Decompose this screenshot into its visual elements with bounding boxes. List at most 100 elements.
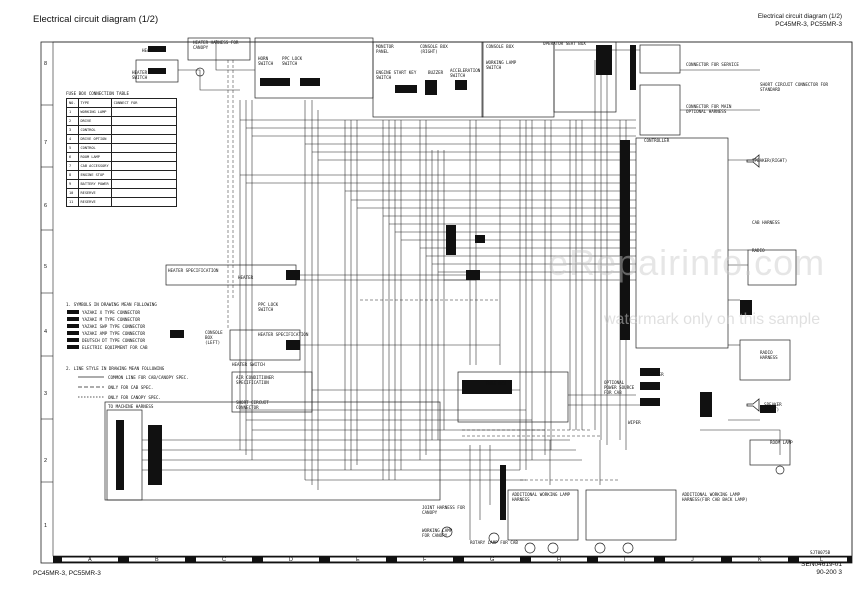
additional-lamp-cab-label: ADDITIONAL WORKING LAMP HARNESS(FOR CAB …	[682, 492, 748, 502]
rotary-lamp-label: ROTARY LAMP FOR CAB	[470, 540, 518, 545]
heater-spec-label-2: HEATER SPECIFICATION	[258, 332, 309, 337]
row-label-8: 8	[44, 61, 48, 67]
operator-seat-label: OPERATOR SEAT BOX	[543, 41, 586, 46]
row-label-5: 5	[44, 264, 48, 270]
speaker-right-label: SPEAKER(RIGHT)	[752, 158, 788, 163]
joint-harness-label: JOINT HARNESS FOR CANOPY	[422, 505, 465, 515]
fuse-row-connect	[110, 197, 177, 207]
col-label-c: C	[222, 557, 226, 563]
note-1-row: ELECTRIC EQUIPMENT FOR CAB	[82, 345, 148, 350]
watermark-site: eRepairinfo.com	[548, 242, 826, 283]
engine-start-label: ENGINE START KEY SWITCH	[376, 70, 417, 80]
speaker-left-label: SPEAKER (LEFT)	[764, 402, 782, 412]
footer-models: PC45MR-3, PC55MR-3	[33, 570, 101, 577]
fuse-box-table: FUSE BOX CONNECTION TABLE NO. TYPE CONNE…	[66, 91, 177, 207]
note-2-title: 2. LINE STYLE IN DRAWING MEAN FOLLOWING	[66, 366, 165, 371]
fuse-box-label: FUSE BOX	[486, 381, 507, 386]
console-left-label: CONSOLE BOX (LEFT)	[205, 330, 223, 345]
console-right-label: CONSOLE BOX (RIGHT)	[420, 44, 448, 54]
footer-right: SEN04619-01 90-200 3	[801, 561, 842, 577]
wire-bundle-vertical	[239, 60, 627, 490]
wiper-label: WIPER	[628, 420, 641, 425]
row-label-1: 1	[44, 523, 48, 529]
column-scale-gaps	[62, 557, 847, 562]
ppc-lock-label: PPC LOCK SWITCH	[282, 56, 303, 66]
additional-lamp-harness-label: ADDITIONAL WORKING LAMP HARNESS	[512, 492, 570, 502]
radio-harness-label: RADIO HARNESS	[760, 350, 778, 360]
working-lamp-canopy-label: WORKING LAMP FOR CANOPY	[422, 528, 453, 538]
fuse-table-title: FUSE BOX CONNECTION TABLE	[66, 91, 130, 96]
line-style-cab: ONLY FOR CAB SPEC.	[108, 385, 154, 390]
heater-switch-label: HEATER SWITCH	[132, 70, 148, 80]
monitor-panel-label: MONITOR PANEL	[376, 44, 394, 54]
service-connector-label: CONNECTOR FOR SERVICE	[686, 62, 739, 67]
heater-spec-label: HEATER SPECIFICATION	[168, 268, 219, 273]
note-1-title: 1. SYMBOLS IN DRAWING MEAN FOLLOWING	[66, 302, 157, 307]
aircon-spec-label: AIR CONDITIONER SPECIFICATION	[236, 375, 274, 385]
col-label-f: F	[423, 557, 427, 563]
lighter-label: LIGHTER	[646, 372, 664, 377]
buzzer-label: BUZZER	[428, 70, 444, 75]
lamp-symbols	[195, 67, 785, 554]
row-scale	[41, 104, 53, 483]
watermark-notice: watermark only on this sample	[604, 311, 821, 328]
col-label-g: G	[490, 557, 495, 563]
console-box-label: CONSOLE BOX	[486, 44, 514, 49]
room-lamp-label: ROOM LAMP	[770, 440, 793, 445]
line-style-canopy: ONLY FOR CANOPY SPEC.	[108, 395, 161, 400]
fuse-row-type: RESERVE	[77, 197, 112, 207]
speaker-symbols	[746, 154, 760, 412]
col-label-k: K	[758, 557, 762, 563]
note-1-row: YAZAKI AMP TYPE CONNECTOR	[82, 331, 146, 336]
controller-label: CONTROLLER	[644, 138, 670, 143]
short-connector-label: SHORT CIRCUIT CONNECTOR	[236, 400, 269, 410]
note-1-row: YAZAKI SWP TYPE CONNECTOR	[82, 324, 146, 329]
optional-harness-label: CONNECTOR FOR MAIN OPTIONAL HARNESS	[686, 104, 732, 114]
optional-power-label: OPTIONAL POWER SOURCE FOR CAB	[604, 380, 635, 395]
col-label-h: H	[557, 557, 561, 563]
short-standard-label: SHORT CIRCUIT CONNECTOR FOR STANDARD	[760, 82, 829, 92]
row-label-4: 4	[44, 329, 48, 335]
row-label-2: 2	[44, 458, 48, 464]
accel-label: ACCELERATION SWITCH	[450, 68, 481, 78]
page-number: 90-200 3	[816, 569, 842, 576]
col-label-d: D	[289, 557, 293, 563]
heater-label-2: HEATER	[238, 275, 254, 280]
line-style-common: COMMON LINE FOR CAB/CANOPY SPEC.	[108, 375, 189, 380]
note-1-row: YAZAKI M TYPE CONNECTOR	[82, 317, 140, 322]
to-machine-harness-label: TO MACHINE HARNESS	[108, 404, 154, 409]
drawing-code: SJT0075B	[810, 550, 831, 555]
heater-label: HEATER	[142, 48, 158, 53]
connector-blocks	[116, 45, 776, 520]
col-label-e: E	[356, 557, 360, 563]
wire-bundle-dashed	[227, 60, 620, 481]
horn-switch-label: HORN SWITCH	[258, 56, 274, 66]
col-label-b: B	[155, 557, 159, 563]
corner-models-line: PC45MR-3, PC55MR-3	[775, 20, 842, 28]
heater-switch-label-2: HEATER SWITCH	[232, 362, 265, 367]
note-1-row: YAZAKI X TYPE CONNECTOR	[82, 310, 140, 315]
page-title: Electrical circuit diagram (1/2)	[33, 14, 159, 25]
note-1-row: DEUTSCH DT TYPE CONNECTOR	[82, 338, 146, 343]
cab-harness-label: CAB HARNESS	[752, 220, 780, 225]
row-label-3: 3	[44, 391, 48, 397]
col-label-a: A	[88, 557, 92, 563]
doc-number: SEN04619-01	[801, 561, 842, 568]
heater-harness-label: HEATER HARNESS FOR CANOPY	[193, 40, 239, 50]
col-label-i: I	[624, 557, 626, 563]
component-boxes	[104, 37, 797, 541]
row-label-7: 7	[44, 140, 48, 146]
col-label-l: L	[820, 557, 824, 563]
corner-title-line: Electrical circuit diagram (1/2)	[757, 13, 842, 20]
radio-label: RADIO	[752, 248, 765, 253]
row-label-6: 6	[44, 203, 48, 209]
ppc-lock-label-2: PPC LOCK SWITCH	[258, 302, 279, 312]
working-lamp-label: WORKING LAMP SWITCH	[486, 60, 517, 70]
col-label-j: J	[691, 557, 694, 563]
corner-title: Electrical circuit diagram (1/2) PC45MR-…	[758, 13, 842, 28]
